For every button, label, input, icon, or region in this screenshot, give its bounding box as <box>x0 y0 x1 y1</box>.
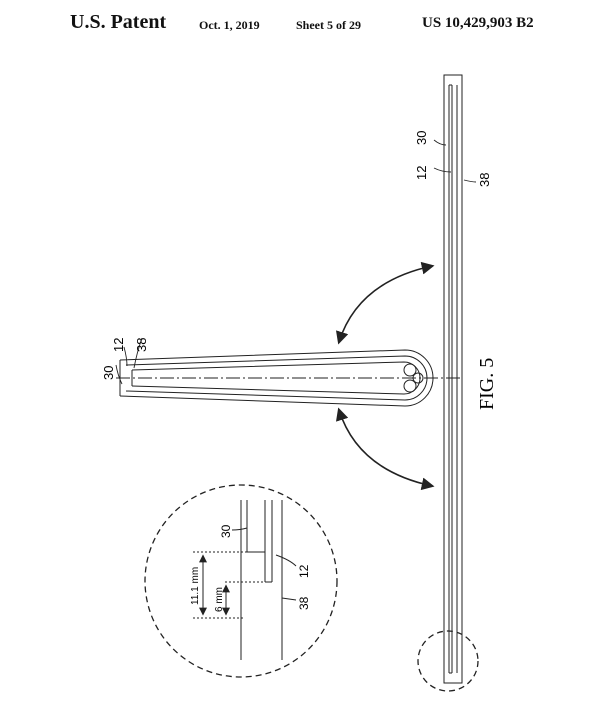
patent-date: Oct. 1, 2019 <box>199 18 260 32</box>
label-fold-38: 38 <box>134 338 149 352</box>
patent-title: U.S. Patent <box>70 11 167 33</box>
label-detail-12: 12 <box>297 564 311 578</box>
sheet-number: Sheet 5 of 29 <box>296 18 361 32</box>
label-fold-12: 12 <box>111 338 126 352</box>
label-strip-30: 30 <box>414 131 429 145</box>
figure-caption: FIG. 5 <box>476 358 498 410</box>
label-detail-38: 38 <box>297 596 311 610</box>
label-strip-38: 38 <box>477 173 492 187</box>
detail-inset <box>193 500 297 660</box>
flat-strip <box>443 74 463 684</box>
dimension-inner: 6 mm <box>214 587 225 612</box>
label-strip-12: 12 <box>414 166 429 180</box>
patent-number: US 10,429,903 B2 <box>422 15 534 31</box>
label-fold-30: 30 <box>101 366 116 380</box>
detail-callouts <box>144 484 479 692</box>
rotation-arrows <box>335 261 435 491</box>
dimension-outer: 11.1 mm <box>190 567 201 605</box>
folded-strip <box>116 349 460 407</box>
label-detail-30: 30 <box>219 524 233 538</box>
label-leaders <box>115 139 477 385</box>
